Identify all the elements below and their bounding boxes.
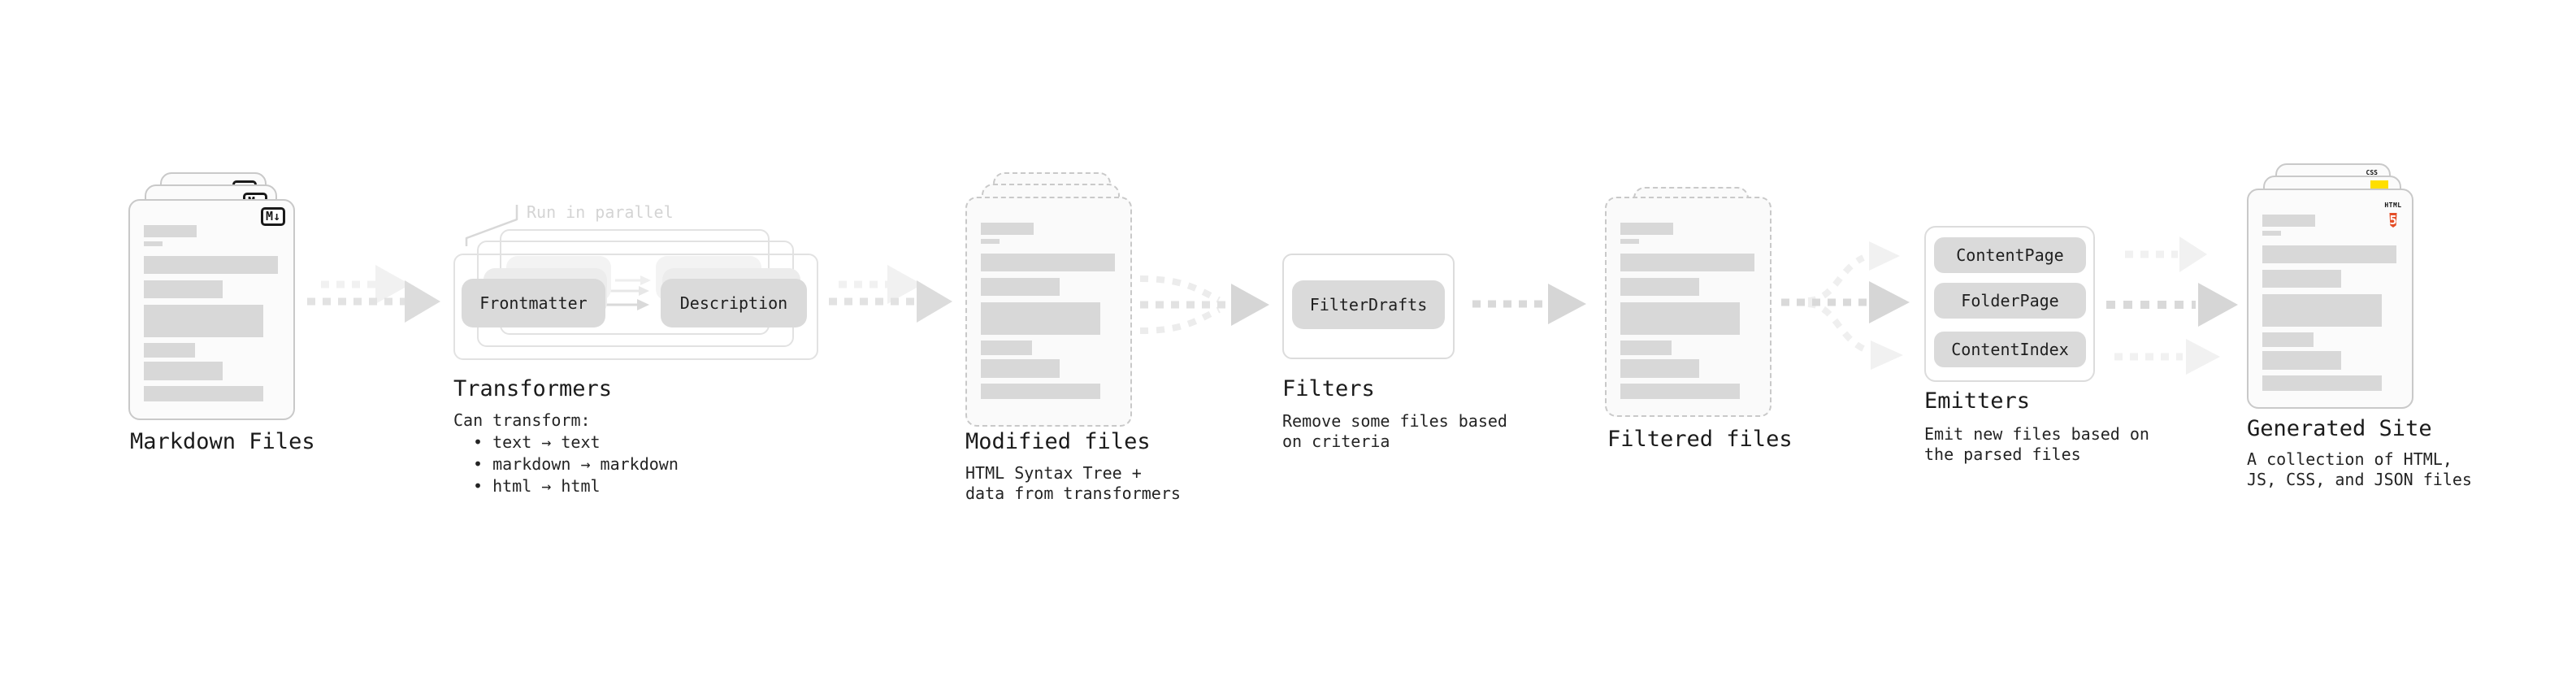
markdown-file-card-front: M↓ bbox=[128, 199, 295, 420]
html5-icon-shield: 5 bbox=[2389, 213, 2397, 228]
text-line-bar bbox=[144, 386, 263, 401]
desc-line: Remove some files based bbox=[1282, 411, 1507, 431]
text-line-bar bbox=[981, 340, 1032, 355]
arrows-emitters-to-generated bbox=[2106, 236, 2238, 375]
text-line-bar bbox=[2262, 215, 2315, 227]
stage-title-filters: Filters bbox=[1282, 376, 1375, 401]
arrow-filtered-to-emitters-split bbox=[1781, 241, 1910, 370]
run-in-parallel-callout: Run in parallel bbox=[527, 202, 674, 222]
desc-line: on criteria bbox=[1282, 432, 1390, 451]
emitter-plugin-contentpage: ContentPage bbox=[1934, 237, 2086, 273]
desc-line: data from transformers bbox=[965, 484, 1181, 503]
text-line-bar bbox=[2262, 332, 2314, 347]
text-line-bar bbox=[144, 305, 263, 337]
text-line-bar bbox=[1620, 302, 1740, 335]
transformer-plugin-description: Description bbox=[661, 279, 807, 327]
emitter-plugin-contentindex: ContentIndex bbox=[1934, 332, 2086, 367]
generated-file-card-front-html: HTML 5 bbox=[2247, 189, 2413, 409]
stage-desc-generated-site: A collection of HTML, JS, CSS, and JSON … bbox=[2247, 449, 2472, 490]
text-line-bar bbox=[2262, 351, 2341, 370]
text-line-bar bbox=[1620, 254, 1754, 271]
stage-desc-filters: Remove some files based on criteria bbox=[1282, 411, 1507, 452]
text-line-bar bbox=[1620, 340, 1672, 355]
parallel-run-mini-arrows bbox=[602, 275, 651, 310]
text-line-bar bbox=[1620, 278, 1699, 296]
text-line-bar bbox=[1620, 239, 1639, 244]
stage-title-emitters: Emitters bbox=[1924, 388, 2031, 414]
desc-line: Emit new files based on bbox=[1924, 424, 2149, 444]
text-line-bar bbox=[144, 343, 195, 358]
text-line-bar bbox=[144, 280, 223, 298]
stage-desc-transformers: Can transform: • text → text • markdown … bbox=[453, 410, 679, 497]
text-line-bar bbox=[1620, 223, 1673, 235]
text-line-bar bbox=[144, 225, 197, 237]
arrow-filters-to-filtered bbox=[1472, 284, 1586, 324]
desc-bullet: • markdown → markdown bbox=[473, 454, 679, 474]
html5-icon: HTML 5 bbox=[2383, 195, 2404, 230]
stage-title-generated-site: Generated Site bbox=[2247, 416, 2432, 441]
text-line-bar bbox=[981, 302, 1100, 335]
text-line-bar bbox=[144, 362, 223, 380]
arrow-transformers-to-modified bbox=[829, 265, 952, 323]
text-line-bar bbox=[981, 359, 1060, 378]
text-line-bar bbox=[2262, 231, 2281, 236]
run-in-parallel-leader-line bbox=[465, 205, 518, 246]
text-line-bar bbox=[144, 241, 163, 246]
arrow-modified-to-filters-merge bbox=[1139, 275, 1269, 334]
filtered-file-card-front bbox=[1605, 197, 1772, 417]
desc-line: the parsed files bbox=[1924, 445, 2081, 464]
text-line-bar bbox=[981, 223, 1034, 235]
arrow-markdown-to-transformers bbox=[307, 265, 440, 323]
desc-bullet: • html → html bbox=[473, 476, 601, 496]
desc-line: A collection of HTML, bbox=[2247, 449, 2452, 469]
text-line-bar bbox=[1620, 384, 1740, 399]
transformer-plugin-frontmatter: Frontmatter bbox=[462, 279, 605, 327]
desc-line: HTML Syntax Tree + bbox=[965, 463, 1142, 483]
text-line-bar bbox=[2262, 245, 2396, 263]
stage-title-transformers: Transformers bbox=[453, 376, 613, 401]
desc-line: JS, CSS, and JSON files bbox=[2247, 470, 2472, 489]
stage-title-modified-files: Modified files bbox=[965, 429, 1151, 454]
stage-title-markdown-files: Markdown Files bbox=[130, 429, 315, 454]
desc-bullet: • text → text bbox=[473, 432, 601, 452]
desc-line: Can transform: bbox=[453, 410, 591, 430]
text-line-bar bbox=[2262, 294, 2382, 327]
text-line-bar bbox=[2262, 270, 2341, 288]
emitter-plugin-folderpage: FolderPage bbox=[1934, 283, 2086, 319]
html5-icon-label: HTML bbox=[2384, 202, 2402, 209]
stage-desc-emitters: Emit new files based on the parsed files bbox=[1924, 424, 2149, 465]
markdown-icon: M↓ bbox=[260, 207, 285, 226]
modified-file-card-front bbox=[965, 197, 1132, 427]
text-line-bar bbox=[981, 239, 1000, 244]
stage-desc-modified-files: HTML Syntax Tree + data from transformer… bbox=[965, 463, 1181, 504]
text-line-bar bbox=[144, 256, 278, 274]
text-line-bar bbox=[981, 254, 1115, 271]
text-line-bar bbox=[981, 278, 1060, 296]
text-line-bar bbox=[1620, 359, 1699, 378]
transformer-run-container-front bbox=[453, 254, 818, 360]
text-line-bar bbox=[981, 384, 1100, 399]
stage-title-filtered-files: Filtered files bbox=[1607, 427, 1793, 452]
text-line-bar bbox=[2262, 375, 2382, 391]
filter-plugin-filterdrafts: FilterDrafts bbox=[1292, 280, 1445, 329]
